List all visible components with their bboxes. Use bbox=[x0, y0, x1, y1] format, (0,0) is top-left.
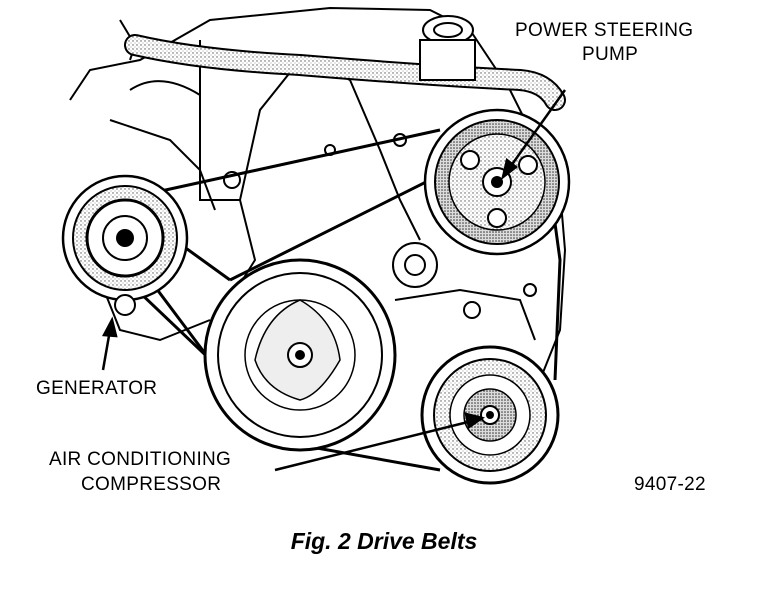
generator-label: GENERATOR bbox=[36, 378, 158, 399]
ac-compressor-label-line1: AIR CONDITIONING bbox=[49, 449, 232, 470]
power-steering-pulley bbox=[423, 108, 571, 256]
power-steering-label-line1: POWER STEERING bbox=[515, 20, 694, 41]
figure-number: 9407-22 bbox=[634, 474, 706, 495]
crankshaft-pulley bbox=[203, 258, 397, 452]
ac-compressor-pulley bbox=[420, 345, 560, 485]
ac-compressor-label-line2: COMPRESSOR bbox=[81, 474, 222, 495]
leader-lines bbox=[101, 89, 567, 472]
reservoir-cap bbox=[419, 15, 476, 81]
generator-pulley bbox=[61, 174, 189, 316]
power-steering-label-line2: PUMP bbox=[582, 44, 639, 65]
figure-caption: Fig. 2 Drive Belts bbox=[290, 528, 478, 554]
